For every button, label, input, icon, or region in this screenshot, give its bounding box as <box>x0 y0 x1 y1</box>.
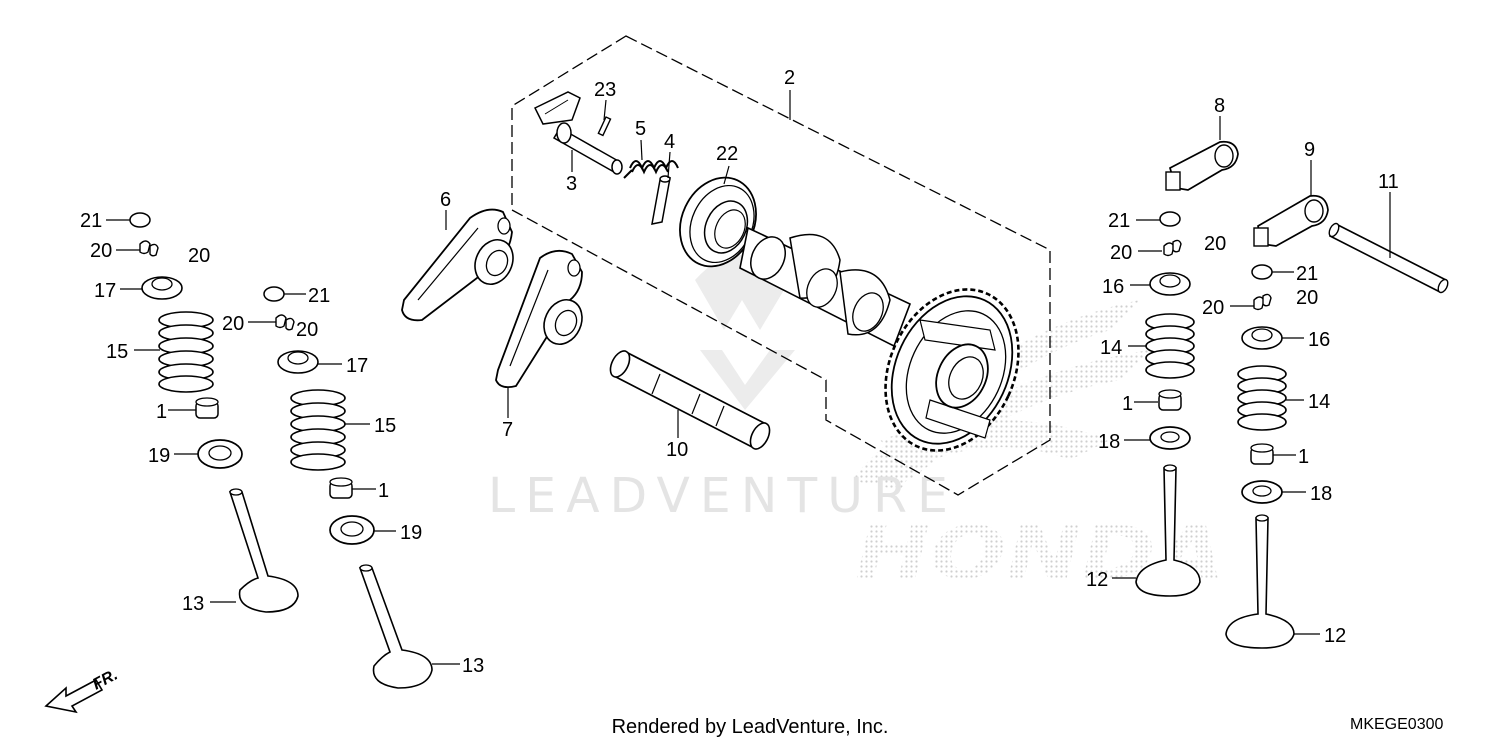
part-7-rocker-arm[interactable] <box>495 249 589 389</box>
part-19-spring-seat[interactable] <box>329 515 375 545</box>
part-14-valve-spring[interactable] <box>1237 365 1287 431</box>
cam-gear[interactable] <box>860 268 1043 473</box>
part-1-valve-seal[interactable] <box>1250 443 1274 465</box>
part-19-spring-seat[interactable] <box>197 439 243 469</box>
part-1-valve-seal[interactable] <box>329 477 353 499</box>
callout-4: 4 <box>664 131 675 153</box>
part-15-valve-spring[interactable] <box>158 311 214 393</box>
part-12-valve[interactable] <box>1135 464 1201 597</box>
callout-left-21: 21 <box>80 210 102 232</box>
front-direction-arrow: FR. <box>44 666 121 714</box>
part-4-dowel[interactable] <box>651 175 671 225</box>
part-11-shaft[interactable] <box>1327 222 1449 294</box>
part-10-rocker-shaft[interactable] <box>607 348 774 452</box>
part-21-shim[interactable] <box>263 286 285 302</box>
callout-mid-21: 21 <box>308 285 330 307</box>
callout-right-b-1: 1 <box>1298 446 1309 468</box>
callout-left-19: 19 <box>148 445 170 467</box>
camshaft-assembly-outline <box>511 35 1051 496</box>
callout-10: 10 <box>666 439 688 461</box>
callout-right-b-12: 12 <box>1324 625 1346 647</box>
callout-left-17: 17 <box>94 280 116 302</box>
callout-right-a-14: 14 <box>1100 337 1122 359</box>
callout-7: 7 <box>502 419 513 441</box>
part-6-rocker-arm[interactable] <box>401 208 520 322</box>
callout-right-b-20a: 20 <box>1202 297 1224 319</box>
part-18-spring-seat[interactable] <box>1149 426 1191 450</box>
middle-valve-stack <box>263 286 433 689</box>
callout-right-a-21: 21 <box>1108 210 1130 232</box>
footer-credit: Rendered by LeadVenture, Inc. <box>611 716 889 738</box>
callout-right-b-20b: 20 <box>1296 287 1318 309</box>
part-13-valve[interactable] <box>228 488 299 613</box>
leader-lines <box>106 90 1391 665</box>
part-23-pin[interactable] <box>597 116 612 137</box>
part-15-valve-spring[interactable] <box>290 389 346 471</box>
part-3-decompressor-shaft[interactable] <box>533 91 623 175</box>
part-13-valve[interactable] <box>358 564 433 689</box>
part-20-cotter[interactable] <box>139 240 159 257</box>
left-valve-stack <box>129 212 299 613</box>
part-20-cotter[interactable] <box>275 314 295 331</box>
right-valve-stack-a <box>1135 211 1201 597</box>
diagram-code: MKEGE0300 <box>1350 716 1444 733</box>
part-20-cotter[interactable] <box>1163 239 1182 257</box>
callout-right-a-18: 18 <box>1098 431 1120 453</box>
callout-mid-15: 15 <box>374 415 396 437</box>
callout-right-a-16: 16 <box>1102 276 1124 298</box>
part-1-valve-seal[interactable] <box>195 397 219 419</box>
part-22-bearing[interactable] <box>666 165 770 279</box>
part-21-shim[interactable] <box>1159 211 1181 227</box>
callout-right-b-21: 21 <box>1296 263 1318 285</box>
part-12-valve[interactable] <box>1225 514 1295 649</box>
callout-23: 23 <box>594 79 616 101</box>
callout-6: 6 <box>440 189 451 211</box>
camshaft[interactable] <box>739 226 912 348</box>
part-17-retainer[interactable] <box>277 350 319 374</box>
part-5-spring[interactable] <box>623 160 679 179</box>
callout-right-b-18: 18 <box>1310 483 1332 505</box>
right-valve-stack-b <box>1225 264 1295 649</box>
callout-mid-20b: 20 <box>296 319 318 341</box>
part-1-valve-seal[interactable] <box>1158 389 1182 411</box>
callout-left-1: 1 <box>156 401 167 423</box>
part-9-rocker-arm[interactable] <box>1253 194 1329 247</box>
callout-right-b-14: 14 <box>1308 391 1330 413</box>
callout-2: 2 <box>784 67 795 89</box>
callout-mid-17: 17 <box>346 355 368 377</box>
callout-left-20b: 20 <box>188 245 210 267</box>
callout-labels: 2 23 5 4 3 22 6 7 10 8 9 11 21 20 20 17 … <box>80 67 1399 677</box>
part-16-retainer[interactable] <box>1241 326 1283 350</box>
callout-22: 22 <box>716 143 738 165</box>
callout-left-20a: 20 <box>90 240 112 262</box>
part-17-retainer[interactable] <box>141 276 183 300</box>
callout-3: 3 <box>566 173 577 195</box>
callout-9: 9 <box>1304 139 1315 161</box>
callout-left-15: 15 <box>106 341 128 363</box>
callout-right-a-12: 12 <box>1086 569 1108 591</box>
callout-right-a-20a: 20 <box>1110 242 1132 264</box>
part-16-retainer[interactable] <box>1149 272 1191 296</box>
callout-5: 5 <box>635 118 646 140</box>
callout-mid-20a: 20 <box>222 313 244 335</box>
callout-mid-13: 13 <box>462 655 484 677</box>
callout-mid-1: 1 <box>378 480 389 502</box>
callout-right-a-20b: 20 <box>1204 233 1226 255</box>
part-21-shim[interactable] <box>129 212 151 228</box>
callout-11: 11 <box>1378 171 1399 193</box>
leadventure-watermark-text: LEADVENTURE <box>488 468 958 524</box>
callout-right-a-1: 1 <box>1122 393 1133 415</box>
part-21-shim[interactable] <box>1251 264 1273 280</box>
part-20-cotter[interactable] <box>1253 293 1272 311</box>
callout-mid-19: 19 <box>400 522 422 544</box>
part-18-spring-seat[interactable] <box>1241 480 1283 504</box>
callout-left-13: 13 <box>182 593 204 615</box>
callout-right-b-16: 16 <box>1308 329 1330 351</box>
part-14-valve-spring[interactable] <box>1145 313 1195 379</box>
callout-8: 8 <box>1214 95 1225 117</box>
part-8-rocker-arm[interactable] <box>1165 140 1239 191</box>
